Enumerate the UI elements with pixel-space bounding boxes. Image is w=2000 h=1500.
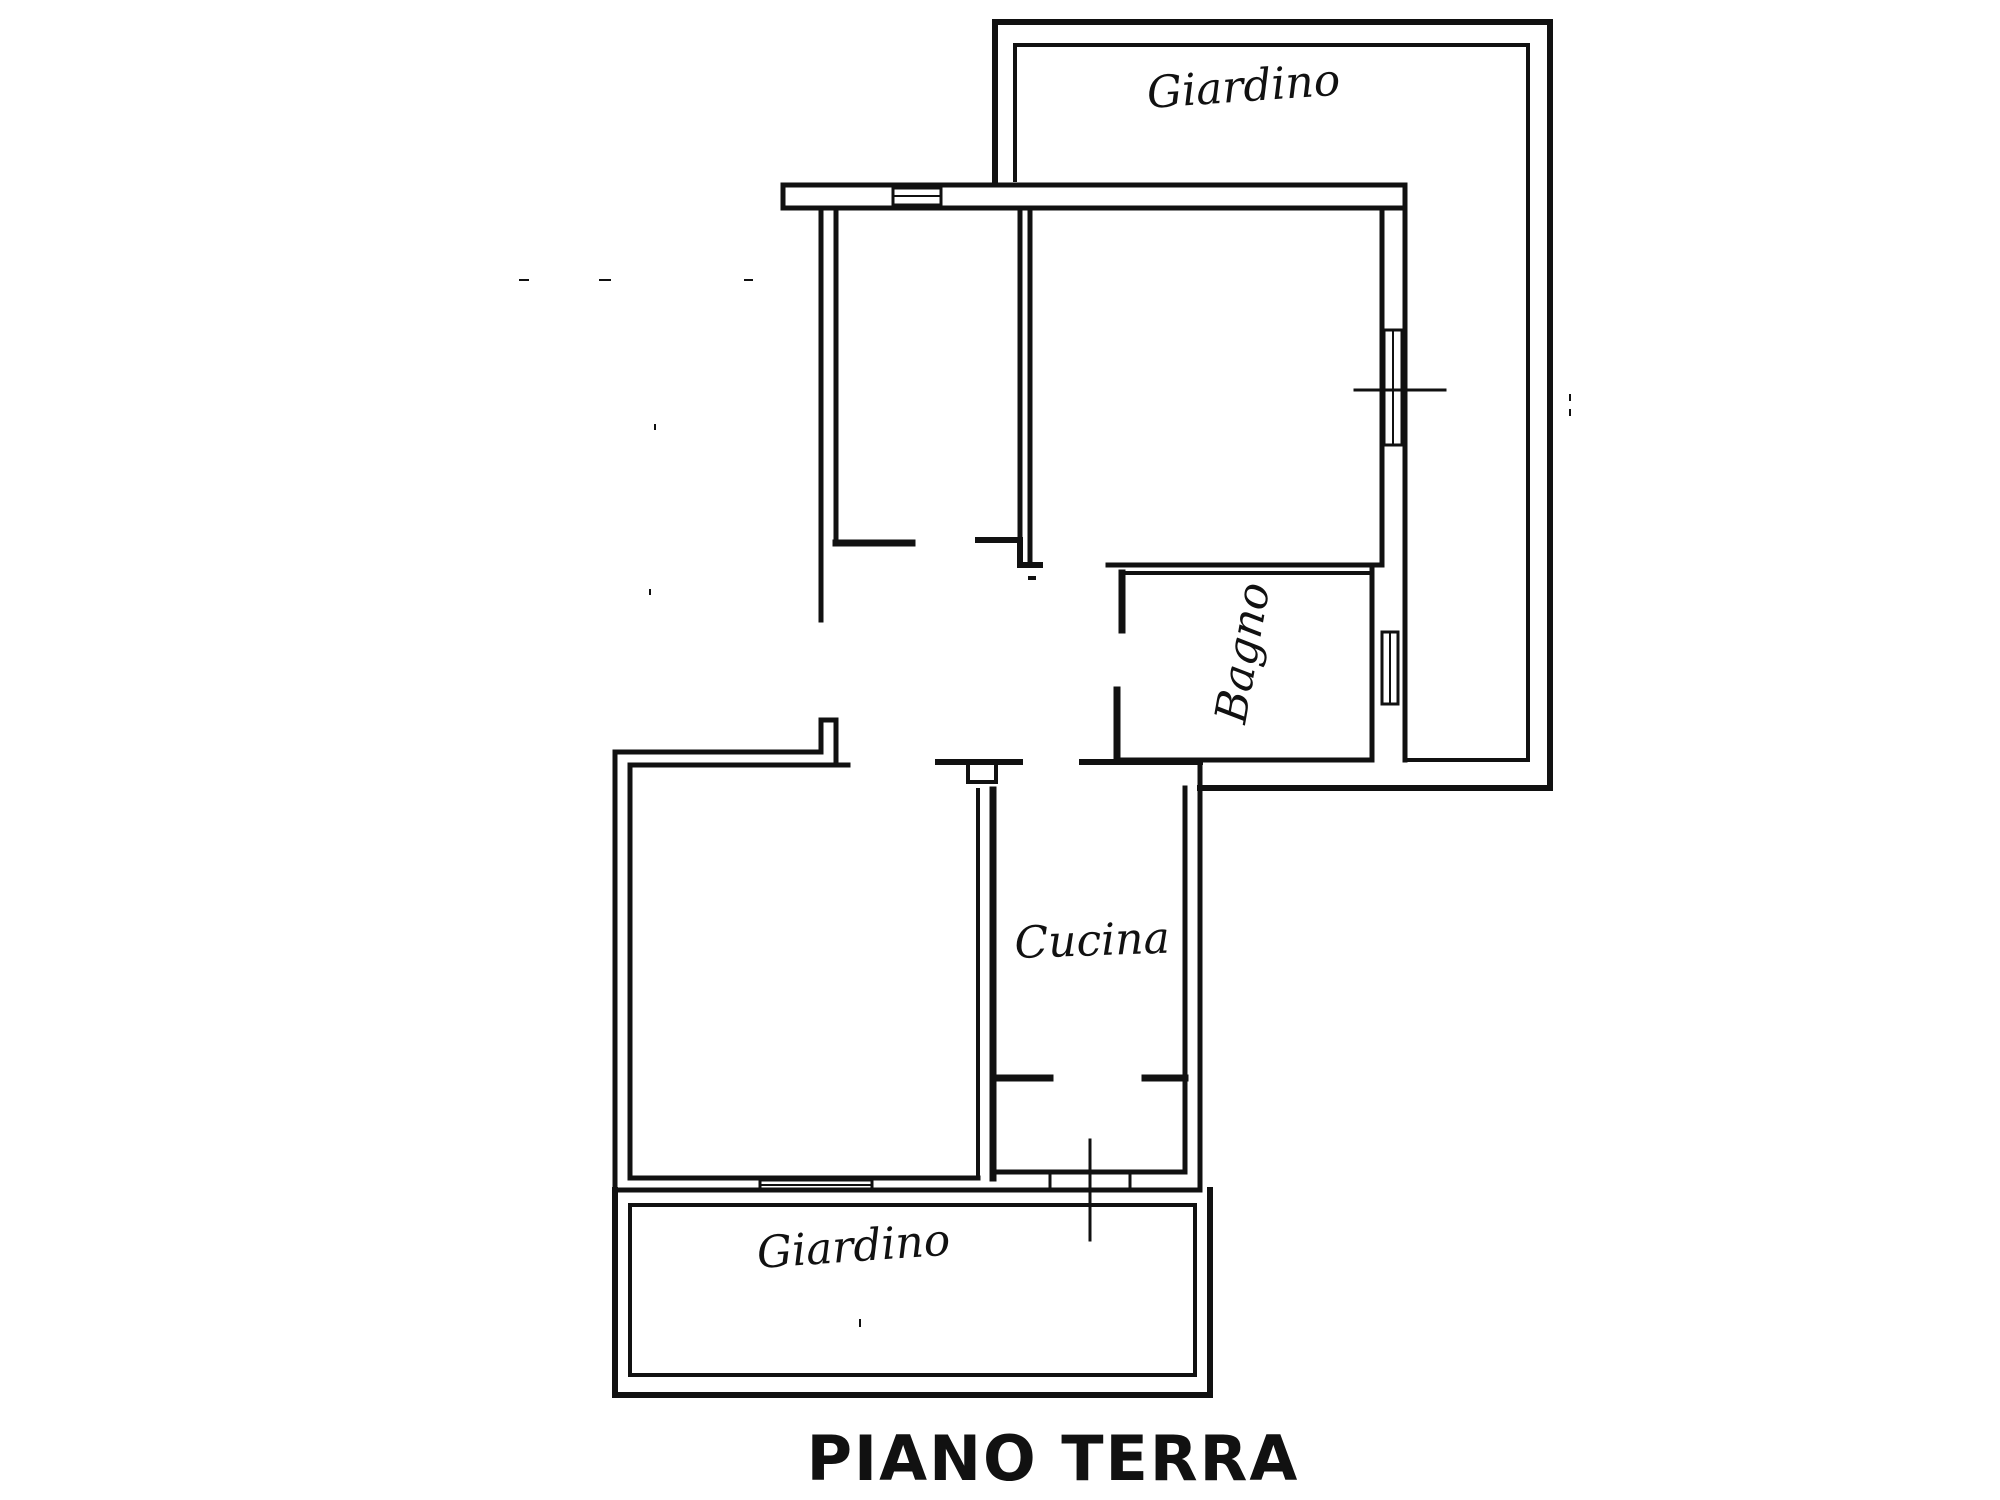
garden-bottom-boundary bbox=[612, 1187, 1213, 1398]
upper-block-walls bbox=[780, 182, 1447, 763]
kitchen-label: Cucina bbox=[1014, 913, 1171, 969]
stray-marks bbox=[519, 279, 1571, 1327]
garden-top-label: Giardino bbox=[1145, 55, 1342, 119]
bathroom-label: Bagno bbox=[1205, 579, 1280, 728]
plan-title: PIANO TERRA bbox=[807, 1422, 1300, 1495]
hall-walls bbox=[612, 717, 1203, 784]
garden-top-boundary bbox=[992, 19, 1553, 791]
lower-block-walls bbox=[612, 749, 1203, 1242]
bathroom-walls bbox=[1105, 562, 1408, 791]
garden-bottom-label: Giardino bbox=[755, 1215, 952, 1279]
